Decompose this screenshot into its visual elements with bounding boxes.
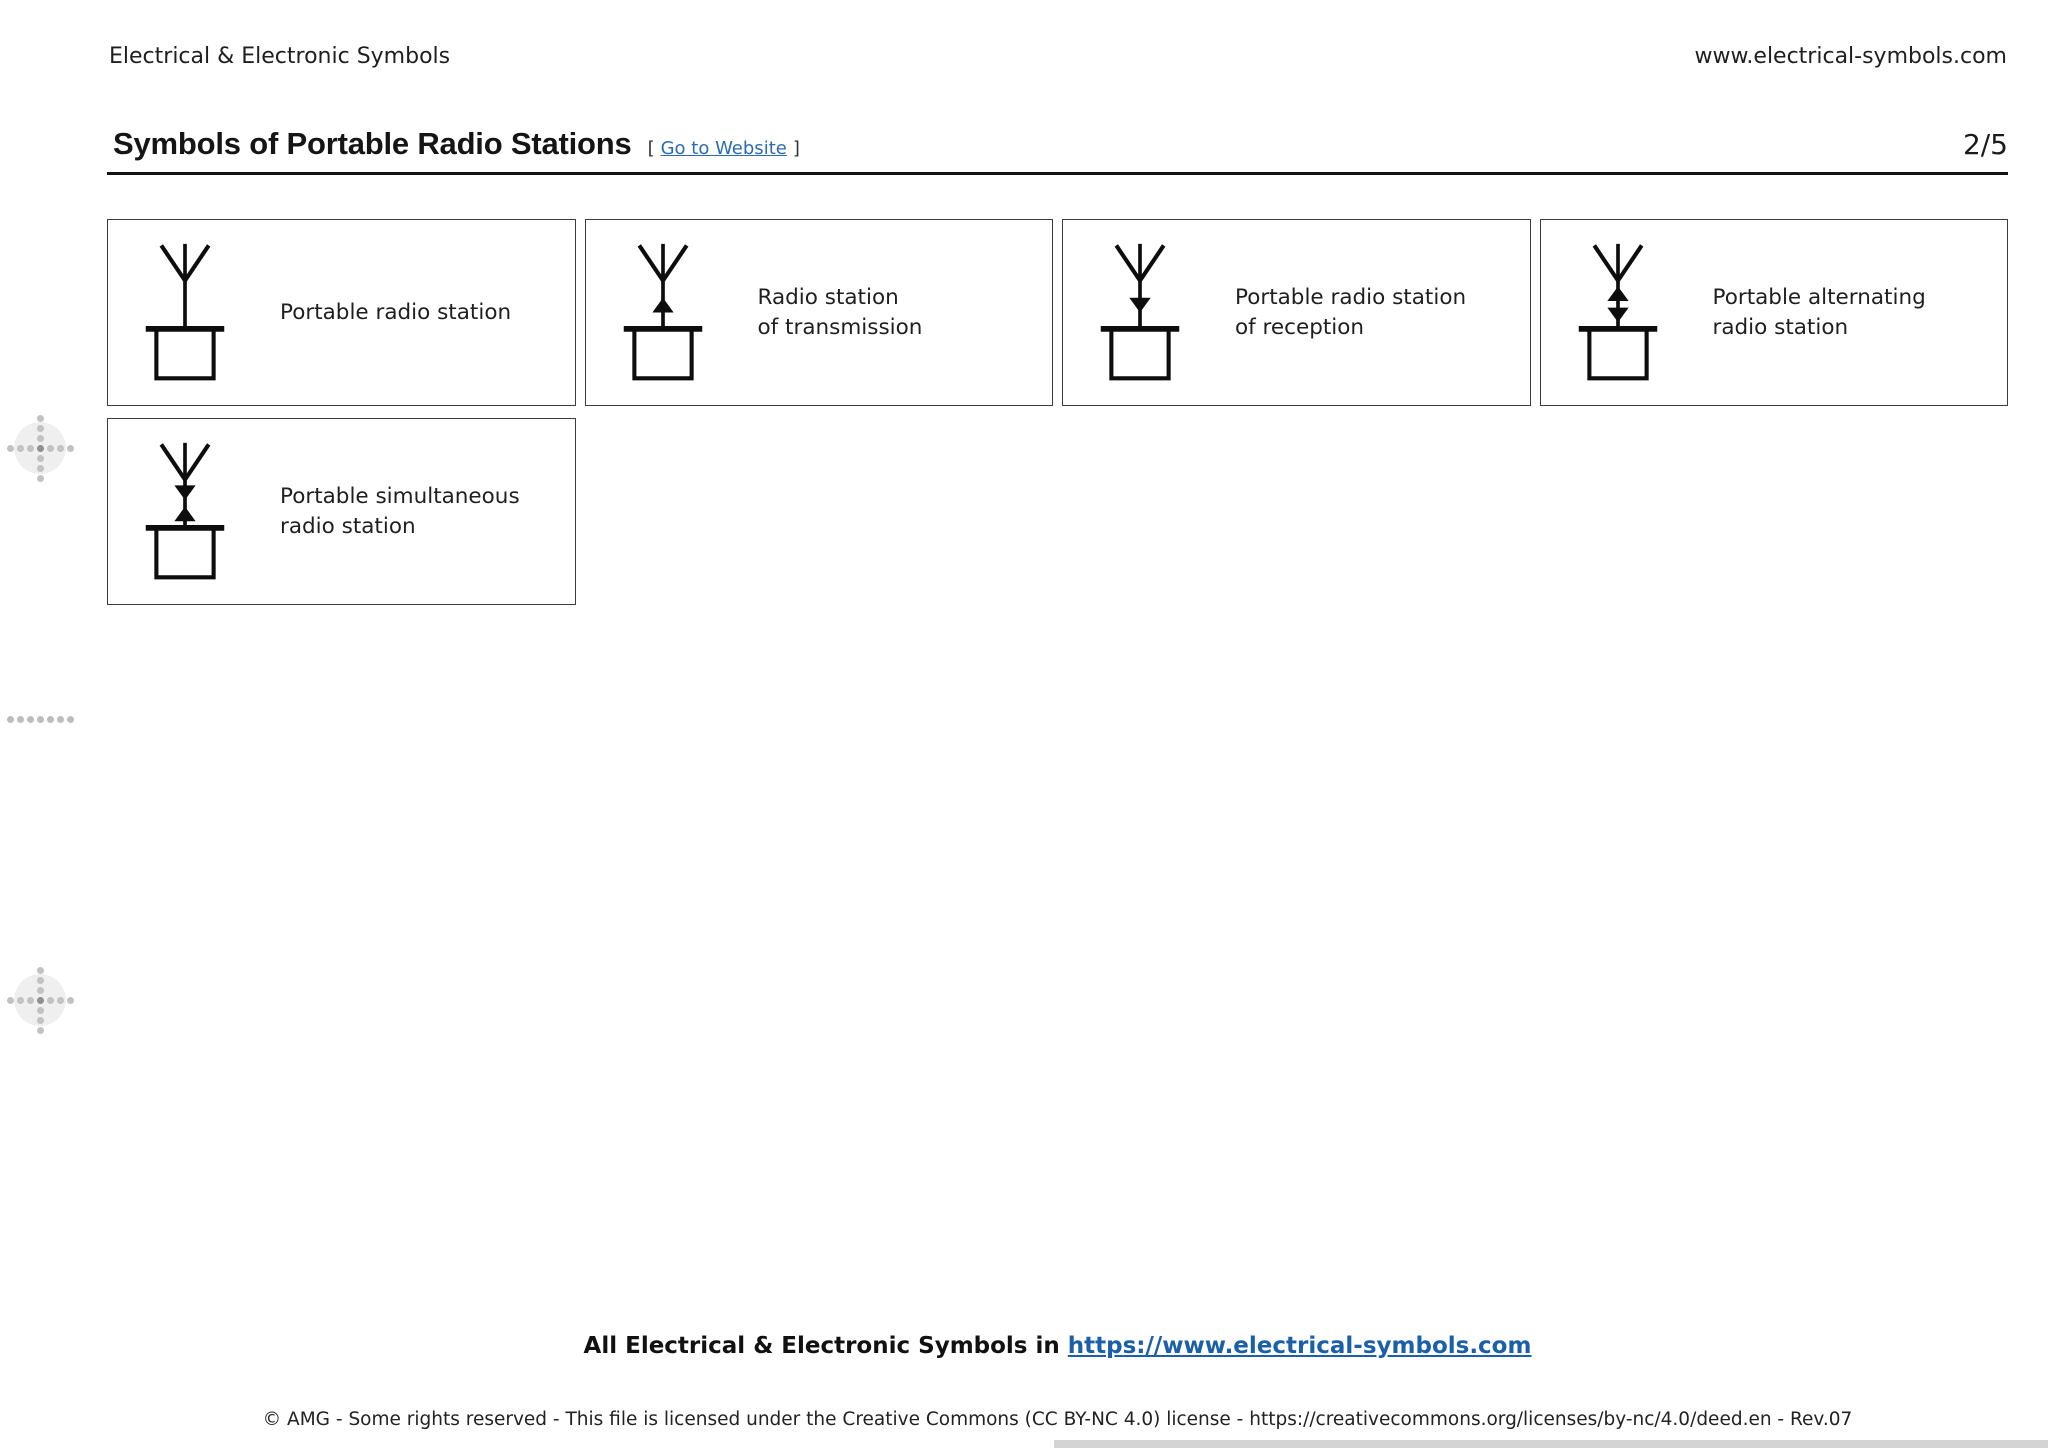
arrow-up-icon — [174, 506, 196, 522]
antenna-symbol — [623, 243, 702, 381]
antenna-symbol — [145, 243, 225, 381]
station-box-icon — [154, 328, 216, 381]
arrow-up-icon — [1606, 286, 1629, 302]
antenna-arm-right-icon — [660, 244, 688, 282]
bracket-close: ] — [792, 138, 800, 159]
site-name: Electrical & Electronic Symbols — [109, 44, 451, 69]
antenna-arm-left-icon — [637, 244, 665, 282]
goto-website-link[interactable]: Go to Website — [660, 138, 787, 159]
footer-site-link[interactable]: https://www.electrical-symbols.com — [1067, 1333, 1532, 1359]
footer-text: All Electrical & Electronic Symbols in — [583, 1333, 1068, 1359]
antenna-arm-left-icon — [159, 443, 187, 481]
symbol-label: Portable radio station — [280, 299, 512, 325]
site-url: www.electrical-symbols.com — [1694, 44, 2007, 69]
title-divider — [107, 172, 2008, 175]
arrow-down-icon — [1606, 307, 1629, 323]
symbol-label: Portable radio station of reception — [1235, 284, 1467, 340]
crosshair-dots-icon — [36, 444, 44, 452]
symbol-card: Portable radio station — [107, 219, 576, 406]
bracket-open: [ — [647, 138, 655, 159]
arrow-up-icon — [651, 297, 674, 313]
antenna-symbol — [145, 442, 225, 580]
antenna-arm-right-icon — [1615, 244, 1643, 282]
footer-line: All Electrical & Electronic Symbols in h… — [107, 1333, 2008, 1359]
antenna-symbol — [1100, 243, 1180, 381]
antenna-arm-left-icon — [1114, 244, 1142, 282]
page-edge-artifact — [1054, 1440, 2048, 1448]
symbol-card: Portable simultaneous radio station — [107, 418, 576, 605]
antenna-arm-right-icon — [1138, 244, 1166, 282]
goto-website-wrap: [Go to Website] — [648, 138, 800, 159]
station-box-icon — [631, 328, 694, 381]
antenna-symbol — [1578, 243, 1657, 381]
crosshair-dots-icon — [36, 996, 44, 1004]
title-row: Symbols of Portable Radio Stations [Go t… — [113, 126, 2008, 162]
margin-crosshair-decoration — [14, 974, 66, 1026]
copyright-line: © AMG - Some rights reserved - This file… — [262, 1409, 1853, 1430]
symbol-grid: Portable radio station Radio station of … — [107, 219, 2008, 605]
antenna-arm-left-icon — [159, 244, 187, 282]
page-indicator: 2/5 — [1962, 128, 2008, 161]
arrow-down-icon — [174, 485, 196, 501]
margin-crosshair-decoration — [14, 422, 66, 474]
symbol-card: Radio station of transmission — [584, 219, 1053, 406]
symbol-card: Portable radio station of reception — [1062, 219, 1531, 406]
station-box-icon — [154, 527, 216, 580]
antenna-arm-left-icon — [1592, 244, 1620, 282]
margin-dotted-line-decoration — [7, 716, 14, 723]
symbol-label: Portable alternating radio station — [1712, 284, 1926, 340]
symbol-label: Radio station of transmission — [757, 284, 923, 340]
station-box-icon — [1109, 328, 1171, 381]
antenna-arm-right-icon — [183, 443, 211, 481]
arrow-down-icon — [1129, 297, 1151, 313]
symbol-label: Portable simultaneous radio station — [280, 483, 520, 539]
antenna-arm-right-icon — [183, 244, 211, 282]
station-box-icon — [1586, 328, 1649, 381]
page-title: Symbols of Portable Radio Stations — [113, 126, 632, 161]
page-header: Electrical & Electronic Symbols www.elec… — [109, 44, 2007, 69]
symbol-card: Portable alternating radio station — [1539, 219, 2008, 406]
